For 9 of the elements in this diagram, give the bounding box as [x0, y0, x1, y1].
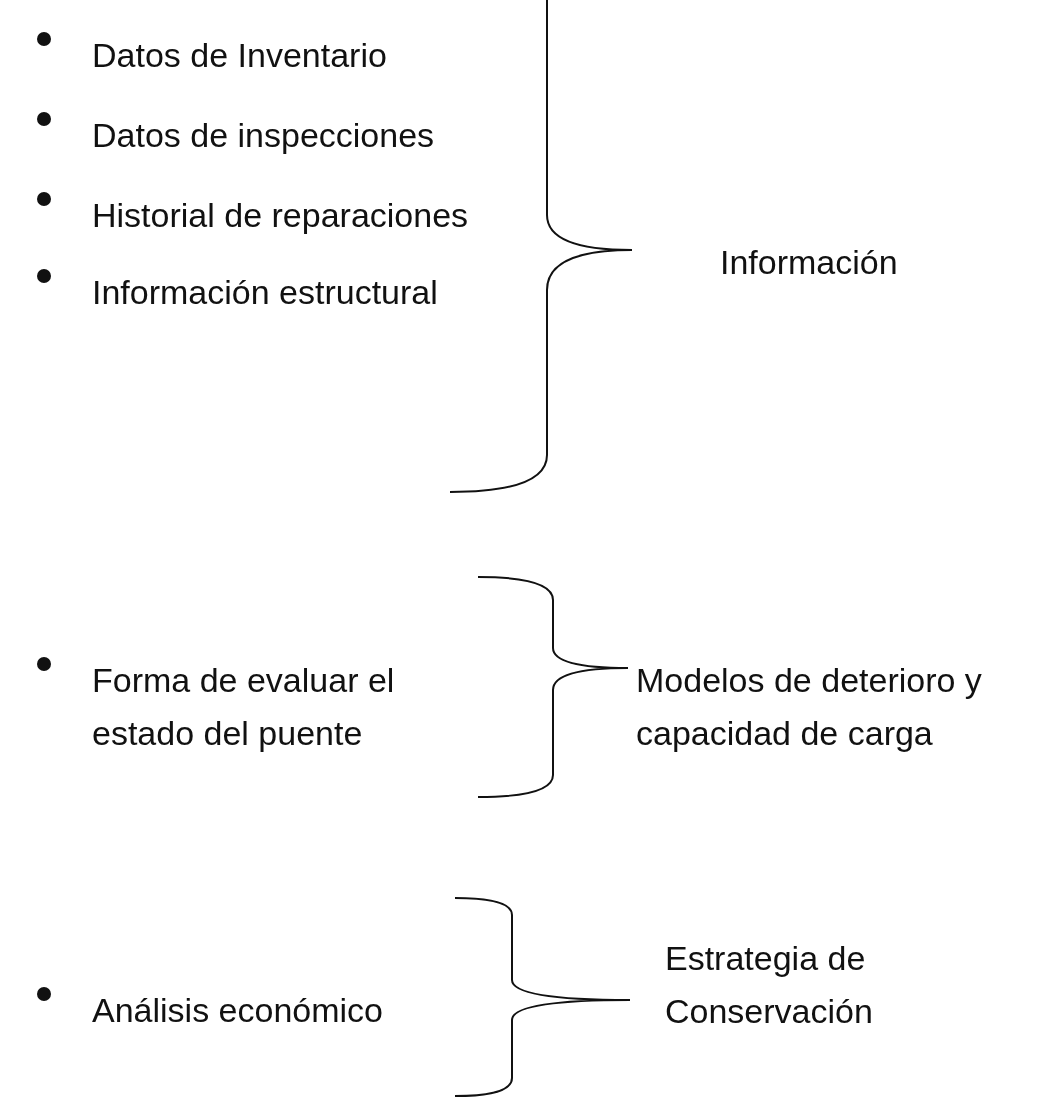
list-item-text: Datos de Inventario: [92, 35, 388, 76]
list-item-text: Historial de reparaciones: [92, 195, 470, 236]
group-label: Información: [720, 242, 899, 283]
list-item-text: Forma de evaluar el estado del puente: [92, 660, 396, 754]
list-item-text: Datos de inspecciones: [92, 115, 436, 156]
group-label: Estrategia de Conservación: [665, 938, 874, 1032]
list-item-text: Información estructural: [92, 272, 439, 313]
list-item-text: Análisis económico: [92, 990, 385, 1031]
group-label: Modelos de deterioro y capacidad de carga: [636, 660, 983, 754]
